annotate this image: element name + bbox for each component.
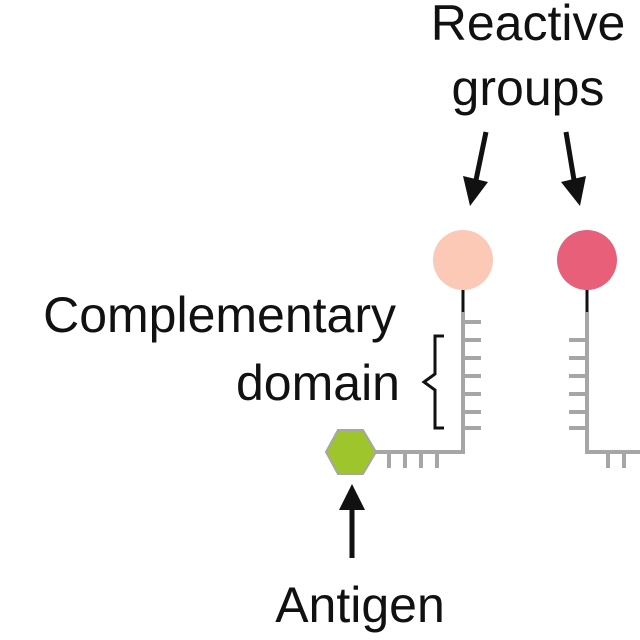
- reactive-group-dark-circle-icon: [557, 230, 617, 290]
- strand-right-backbone: [585, 312, 640, 454]
- antigen-hexagon-icon: [324, 429, 378, 475]
- strand-right-horizontal-ticks: [606, 452, 626, 468]
- strand-left-vertical-ticks: [463, 320, 481, 430]
- reactive-groups-label-line2: groups: [452, 60, 605, 116]
- reactive-groups-label-line1: Reactive: [431, 0, 626, 51]
- complementary-domain-label-line2: domain: [236, 355, 400, 411]
- complementary-domain-label-line1: Complementary: [43, 287, 396, 343]
- strand-right: [557, 230, 640, 468]
- antigen-label: Antigen: [275, 577, 445, 633]
- strand-left-horizontal-ticks: [387, 452, 439, 468]
- reactive-arrow-right: [561, 131, 586, 206]
- reactive-group-light-circle-icon: [433, 230, 493, 290]
- antigen-arrow: [339, 484, 365, 558]
- strand-left: [324, 230, 493, 475]
- complementary-domain-brace: [421, 334, 444, 430]
- reactive-arrow-left: [463, 131, 489, 206]
- strand-right-vertical-ticks: [569, 338, 587, 430]
